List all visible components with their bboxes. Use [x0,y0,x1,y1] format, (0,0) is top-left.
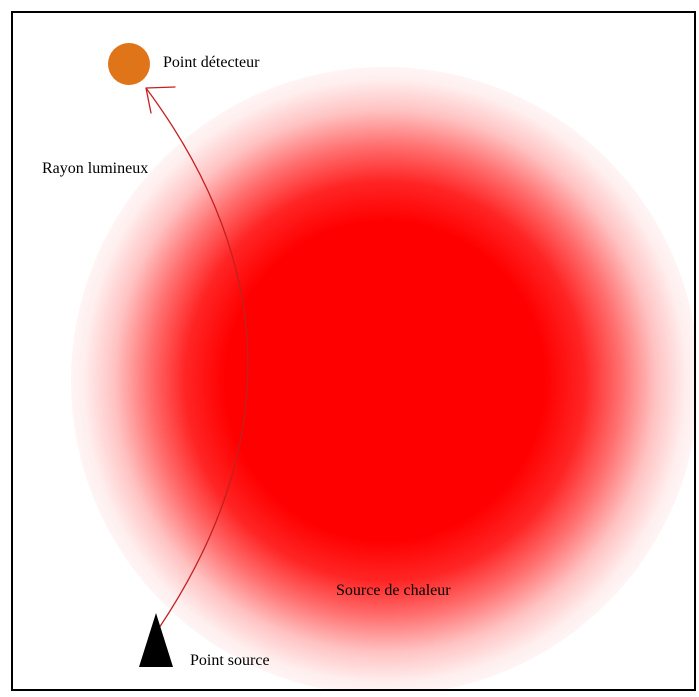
source-point [139,613,173,667]
source-label: Point source [190,652,270,669]
detector-point [108,43,150,85]
heat-source-glow [71,67,694,689]
light-ray [145,86,249,629]
light-ray-path [145,87,249,629]
detector-label: Point détecteur [163,54,260,71]
ray-label: Rayon lumineux [42,160,149,177]
heat-source-label: Source de chaleur [336,582,451,599]
light-ray-arrowhead [145,86,176,114]
diagram-frame: Point détecteur Rayon lumineux Source de… [11,11,696,691]
